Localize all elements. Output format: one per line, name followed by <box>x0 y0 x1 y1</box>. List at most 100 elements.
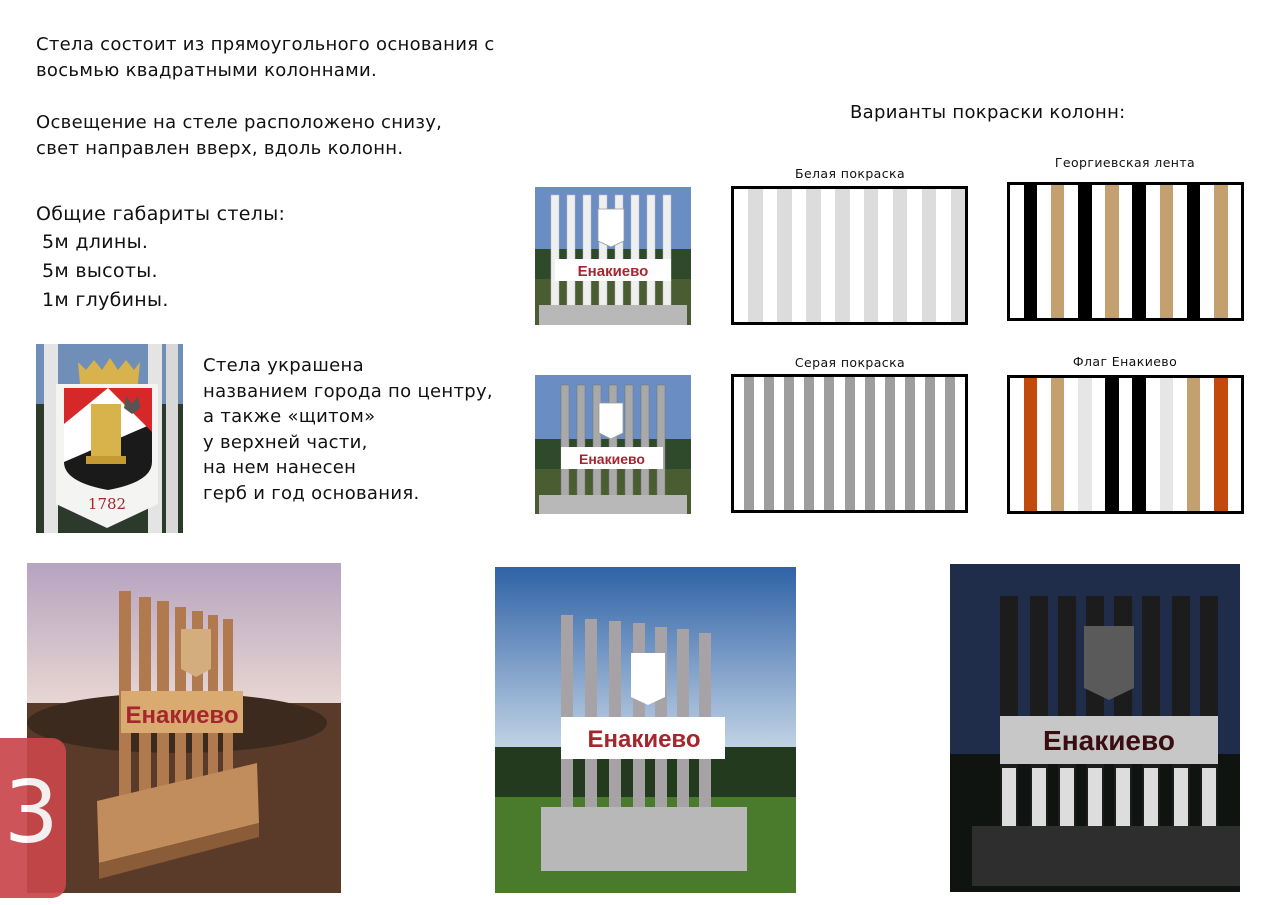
dimension-depth: 1м глубины. <box>42 289 169 311</box>
swatch-stripe <box>1050 185 1065 318</box>
render-sign-label: Енакиево <box>125 702 238 729</box>
swatch-stripe <box>849 189 864 322</box>
swatch-stripe <box>1077 185 1092 318</box>
swatch-stripe <box>1200 378 1214 511</box>
swatch-stripe <box>784 377 795 510</box>
swatch-white <box>731 186 968 325</box>
swatch-stripe <box>806 189 821 322</box>
swatch-stripe <box>878 189 893 322</box>
swatch-georgian <box>1007 182 1244 321</box>
swatch-stripe <box>814 377 825 510</box>
swatch-stripe <box>1037 185 1051 318</box>
swatch-stripe <box>1132 185 1146 318</box>
swatch-stripe <box>874 377 885 510</box>
variants-title: Варианты покраски колонн: <box>850 102 1126 123</box>
swatch-stripe <box>734 377 745 510</box>
dimensions-title: Общие габариты стелы: <box>36 203 286 225</box>
gray-variant-thumbnail: Енакиево <box>535 375 691 514</box>
swatch-stripe <box>955 377 966 510</box>
swatch-stripe <box>748 189 763 322</box>
swatch-stripe <box>914 377 925 510</box>
intro-paragraph: Стела состоит из прямоугольного основани… <box>36 34 495 81</box>
swatch-stripe <box>1173 185 1187 318</box>
swatch-stripe <box>1105 185 1119 318</box>
swatch-stripe <box>1010 185 1024 318</box>
page-number-badge: 3 <box>0 738 66 898</box>
swatch-stripe <box>1186 185 1201 318</box>
swatch-stripe <box>884 377 895 510</box>
swatch-stripe <box>744 377 755 510</box>
swatch-stripe <box>863 189 879 322</box>
swatch-stripe <box>1145 185 1160 318</box>
swatch-stripe <box>1213 378 1228 511</box>
swatch-stripe <box>774 377 785 510</box>
swatch-stripe <box>1227 185 1242 318</box>
render-night-image: Енакиево <box>950 564 1240 892</box>
render-sign-label: Енакиево <box>1043 725 1175 756</box>
swatch-stripe <box>734 189 749 322</box>
swatch-stripe <box>1091 378 1106 511</box>
swatch-stripe <box>1023 185 1038 318</box>
swatch-stripe <box>934 377 945 510</box>
swatch-stripe <box>844 377 855 510</box>
swatch-stripe <box>1159 185 1174 318</box>
swatch-stripe <box>1227 378 1242 511</box>
swatch-stripe <box>1200 185 1214 318</box>
swatch-flag <box>1007 375 1244 514</box>
swatch-stripe <box>854 377 865 510</box>
swatch-stripe <box>762 189 778 322</box>
swatch-stripe <box>791 189 807 322</box>
swatch-stripe <box>1037 378 1051 511</box>
swatch-stripe <box>1050 378 1065 511</box>
swatch-stripe <box>864 377 875 510</box>
swatch-stripe <box>1118 185 1133 318</box>
swatch-stripe <box>1105 378 1119 511</box>
swatch-stripe <box>1064 185 1078 318</box>
swatch-stripe <box>804 377 815 510</box>
swatch-stripe <box>1213 185 1228 318</box>
swatch-stripe <box>1010 378 1024 511</box>
variant-label-flag: Флаг Енакиево <box>1072 354 1178 369</box>
swatch-stripe <box>1159 378 1174 511</box>
thumbnail-sign-label: Енакиево <box>578 263 649 280</box>
swatch-stripe <box>894 377 905 510</box>
swatch-stripe <box>936 189 951 322</box>
render-daytime-image: Енакиево <box>495 567 796 893</box>
swatch-stripe <box>892 189 908 322</box>
swatch-stripe <box>1118 378 1133 511</box>
swatch-stripe <box>907 189 922 322</box>
swatch-stripe <box>794 377 805 510</box>
swatch-gray <box>731 374 968 513</box>
render-sign-label: Енакиево <box>587 726 700 753</box>
lighting-paragraph: Освещение на стеле расположено снизу, св… <box>36 112 443 159</box>
dimension-length: 5м длины. <box>42 231 149 253</box>
swatch-stripe <box>904 377 915 510</box>
variant-label-gray: Серая покраска <box>794 355 906 370</box>
white-variant-thumbnail: Енакиево <box>535 187 691 325</box>
swatch-stripe <box>1077 378 1092 511</box>
swatch-stripe <box>1132 378 1146 511</box>
page-number: 3 <box>4 763 59 863</box>
thumbnail-sign-label: Енакиево <box>579 451 645 467</box>
variant-label-white: Белая покраска <box>794 166 906 181</box>
swatch-stripe <box>1186 378 1201 511</box>
decor-paragraph: Стела украшена названием города по центр… <box>203 355 493 504</box>
swatch-stripe <box>1064 378 1078 511</box>
swatch-stripe <box>820 189 836 322</box>
swatch-stripe <box>824 377 835 510</box>
swatch-stripe <box>834 377 845 510</box>
render-evening-image: Енакиево <box>27 563 341 893</box>
swatch-stripe <box>924 377 935 510</box>
swatch-stripe <box>944 377 956 510</box>
variant-label-georgian: Георгиевская лента <box>1054 155 1196 170</box>
swatch-stripe <box>1173 378 1187 511</box>
swatch-stripe <box>764 377 775 510</box>
dimension-height: 5м высоты. <box>42 260 158 282</box>
swatch-stripe <box>1023 378 1038 511</box>
swatch-stripe <box>1091 185 1106 318</box>
swatch-stripe <box>950 189 965 322</box>
swatch-stripe <box>835 189 850 322</box>
swatch-stripe <box>1145 378 1160 511</box>
emblem-year: 1782 <box>88 495 126 513</box>
swatch-stripe <box>754 377 765 510</box>
